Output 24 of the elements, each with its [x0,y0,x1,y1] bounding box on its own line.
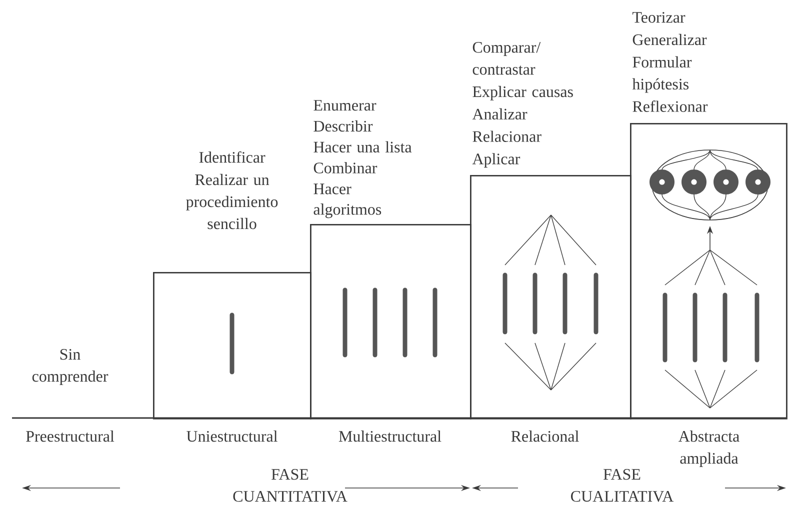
verb-text: Hacer algoritmos [314,184,382,218]
phase-label: FASE CUANTITATIVA [233,469,348,502]
verb-text: Explicar causas [472,86,573,100]
verb-text: Generalizar [632,34,707,46]
verb-text: Hacer una lista [314,141,412,152]
verb-text: Enumerar [314,100,376,111]
verb-text: Describir [314,120,373,132]
verb-text: Realizar un procedimiento sencillo [186,174,278,230]
verb-text: Combinar [314,162,378,174]
level-name: Preestructural [26,430,114,442]
phase-label: FASE CUALITATIVA [571,469,674,502]
verb-text: Formular hipótesis [632,56,692,93]
verb-text: Comparar/ contrastar [472,42,541,75]
level-name: Uniestructural [186,430,278,442]
level-name: Relacional [511,430,579,442]
verb-text: Relacionar [472,130,542,142]
level-note: Sin comprender [32,349,108,385]
verb-text: Teorizar [632,12,686,23]
verb-text: Reflexionar [632,100,708,112]
verb-text: Identificar [199,151,266,163]
verb-text: Aplicar [472,153,520,168]
level-name: Abstracta ampliada [678,430,740,467]
verb-text: Analizar [472,108,528,120]
level-name: Multiestructural [338,430,442,442]
